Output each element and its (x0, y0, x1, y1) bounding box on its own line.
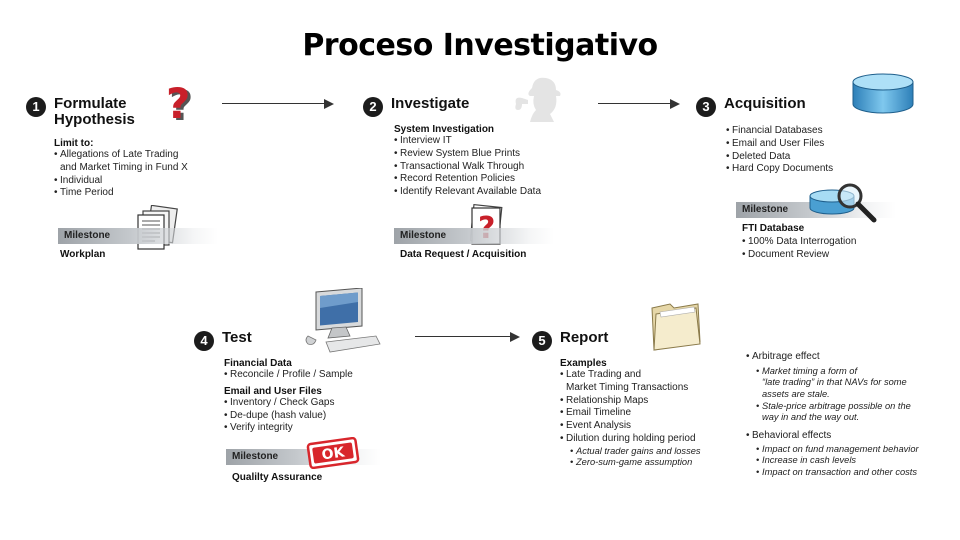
step-test: 4 Test Financial Data Reconcile / Profil… (194, 330, 394, 435)
step-title: Acquisition (724, 95, 806, 112)
milestone-text: Data Request / Acquisition (400, 249, 527, 260)
step-list: Financial Databases Email and User Files… (726, 125, 896, 176)
list-item: Impact on transaction and other costs (756, 467, 956, 479)
step-subheading: Limit to: (54, 138, 94, 149)
effect-heading: Behavioral effects (746, 430, 956, 443)
list-item: Interview IT (394, 135, 593, 148)
effects-list: Arbitrage effect (746, 351, 956, 364)
step-title: Report (560, 329, 609, 346)
step-formulate-hypothesis: 1 Formulate Hypothesis Limit to: Allegat… (26, 96, 226, 200)
list-item: Event Analysis (560, 420, 732, 433)
flow-arrow (415, 332, 520, 342)
folder-icon (651, 303, 701, 351)
svg-text:?: ? (169, 81, 193, 126)
list-item: Stale-price arbitrage possible on theway… (756, 401, 956, 424)
list-item: Hard Copy Documents (726, 163, 896, 176)
list-item: Zero-sum-game assumption (570, 457, 732, 469)
list-item: Review System Blue Prints (394, 148, 593, 161)
list-item: Document Review (742, 249, 856, 262)
question-mark-icon: ? ? (166, 80, 193, 126)
milestone-text: Workplan (60, 249, 106, 260)
list-item: Time Period (54, 187, 226, 200)
magnifier-database-icon (809, 183, 877, 223)
effect-items: Market timing a form of“late trading” in… (756, 366, 956, 424)
page-title: Proceso Investigativo (302, 28, 658, 63)
list-item: Individual (54, 175, 226, 188)
step-number: 3 (696, 97, 716, 117)
effect-heading: Arbitrage effect (746, 351, 956, 364)
list-item: Relationship Maps (560, 395, 732, 408)
list-item: Impact on fund management behavior (756, 444, 956, 456)
list-item: Identify Relevant Available Data (394, 186, 593, 199)
computer-icon (305, 288, 381, 353)
list-item: Dilution during holding period (560, 433, 732, 446)
list-item: 100% Data Interrogation (742, 236, 856, 249)
step-list: Inventory / Check Gaps De-dupe (hash val… (224, 397, 394, 435)
effects-column: Arbitrage effect Market timing a form of… (746, 351, 956, 478)
detective-silhouette-icon (515, 77, 561, 122)
effects-list: Behavioral effects (746, 430, 956, 443)
step-subheading: Financial Data (224, 358, 292, 369)
list-item: Email Timeline (560, 407, 732, 420)
step-acquisition: 3 Acquisition Financial Databases Email … (696, 96, 896, 176)
step-investigate: 2 Investigate System Investigation Inter… (363, 96, 593, 199)
list-item: Actual trader gains and losses (570, 446, 732, 458)
list-item: Transactional Walk Through (394, 161, 593, 174)
step-sublist: Actual trader gains and losses Zero-sum-… (570, 446, 732, 469)
step-report: 5 Report Examples Late Trading andMarket… (532, 330, 732, 469)
step-list: Interview IT Review System Blue Prints T… (394, 135, 593, 199)
step-subheading: Email and User Files (224, 385, 322, 397)
list-item: Verify integrity (224, 422, 394, 435)
step-number: 1 (26, 97, 46, 117)
list-item: Market timing a form of“late trading” in… (756, 366, 956, 401)
list-item: Reconcile / Profile / Sample (224, 369, 394, 382)
step-title: Formulate Hypothesis (54, 95, 135, 128)
milestone-list: 100% Data Interrogation Document Review (742, 236, 856, 262)
effect-items: Impact on fund management behavior Incre… (756, 444, 956, 479)
flow-arrow (222, 99, 334, 109)
milestone-heading: FTI Database (742, 223, 805, 234)
step-list: Reconcile / Profile / Sample (224, 369, 394, 382)
step-title: Investigate (391, 95, 470, 112)
list-item: Record Retention Policies (394, 173, 593, 186)
step-number: 4 (194, 331, 214, 351)
step-subheading: System Investigation (394, 124, 495, 135)
milestone-bar: Milestone (58, 228, 218, 244)
step-title: Test (222, 329, 252, 346)
milestone-text: Qualilty Assurance (232, 472, 323, 483)
database-cylinder-icon (852, 73, 914, 114)
step-number: 2 (363, 97, 383, 117)
ok-stamp-icon: OK (306, 437, 360, 469)
list-item: Financial Databases (726, 125, 896, 138)
step-number: 5 (532, 331, 552, 351)
list-item: Deleted Data (726, 151, 896, 164)
list-item: Inventory / Check Gaps (224, 397, 394, 410)
flow-arrow (598, 99, 680, 109)
svg-text:?: ? (166, 80, 190, 126)
list-item: Increase in cash levels (756, 455, 956, 467)
list-item: De-dupe (hash value) (224, 410, 394, 423)
stamp-text: OK (321, 444, 347, 463)
list-item: Email and User Files (726, 138, 896, 151)
step-subheading: Examples (560, 358, 607, 369)
milestone-bar: Milestone (394, 228, 554, 244)
